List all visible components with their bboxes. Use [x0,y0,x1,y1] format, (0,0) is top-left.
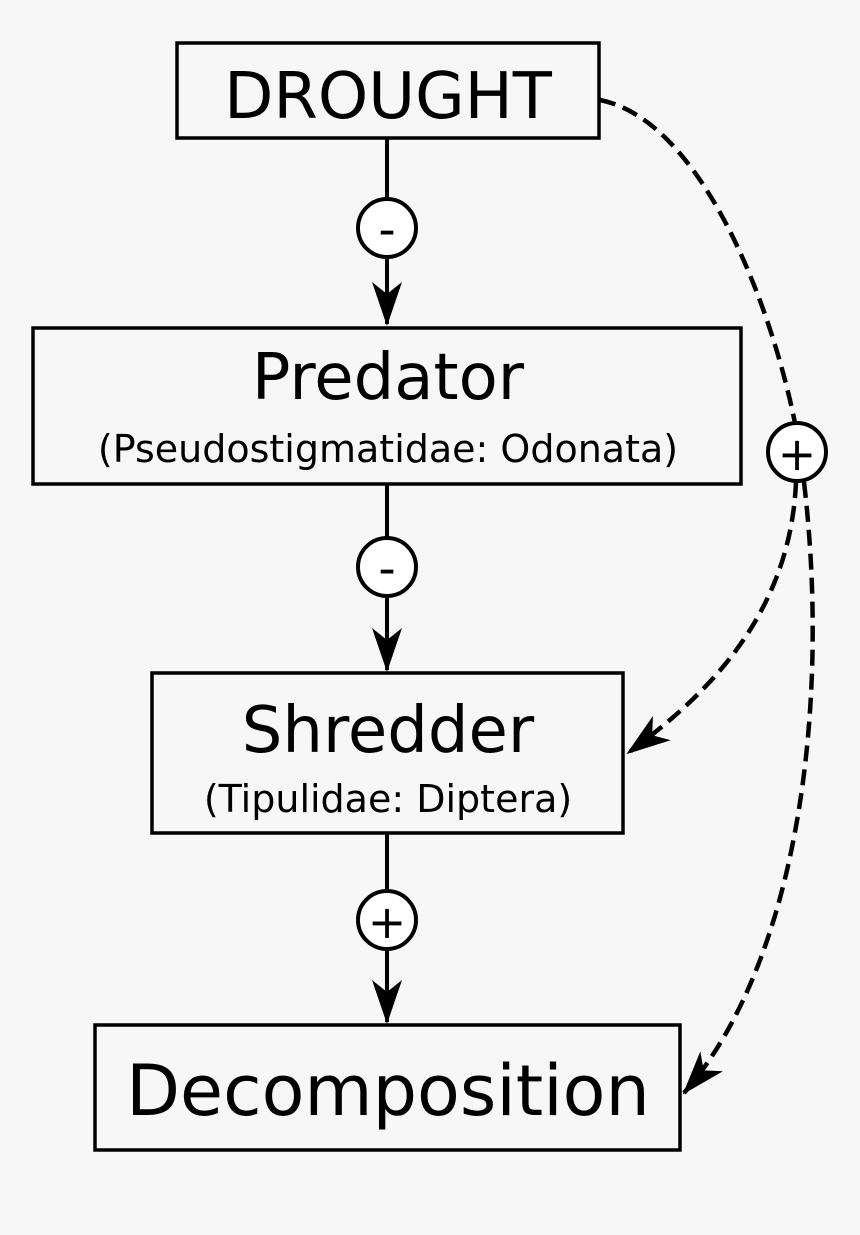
predator-title: Predator [252,341,525,415]
dashed-to-shredder [626,481,799,755]
edge-drought-to-predator: - [356,138,418,326]
decomposition-box [93,1023,682,1152]
sign-label: + [778,427,817,481]
dashed-to-decomposition [682,481,815,1095]
node-predator: Predator (Pseudostigmatidae: Odonata) [31,326,743,486]
shredder-subtitle: (Tipulidae: Diptera) [204,777,572,821]
predator-subtitle: (Pseudostigmatidae: Odonata) [98,427,678,471]
node-shredder: Shredder (Tipulidae: Diptera) [150,671,625,835]
sign-label: - [378,202,395,258]
edge-predator-to-shredder: - [356,484,418,672]
drought-title: DROUGHT [224,60,553,134]
sign-label: - [378,541,395,597]
sign-circle [766,421,828,483]
decomposition-title: Decomposition [126,1050,650,1132]
sign-circle [356,889,418,951]
node-decomposition: Decomposition [93,1023,682,1152]
sign-circle [356,197,418,259]
sign-label: + [368,895,407,949]
edge-shredder-to-decomposition: + [356,833,418,1024]
dashed-drought-to-plus [599,97,798,424]
sign-circle [356,536,418,598]
node-drought: DROUGHT [175,41,601,140]
shredder-title: Shredder [242,694,535,768]
edge-drought-indirect: + [599,97,828,1095]
